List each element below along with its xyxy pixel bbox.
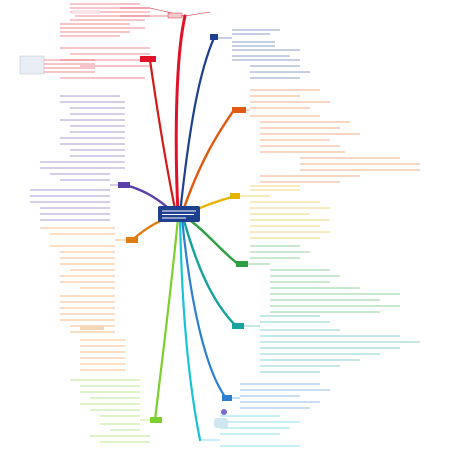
branch-upper-left-red (148, 58, 178, 216)
branch-lower-right-blue (180, 216, 228, 400)
node-red-box (167, 12, 183, 19)
node-yellow-box (230, 193, 240, 199)
branch-upper-right-blue (178, 36, 216, 216)
node-red-box-3 (140, 56, 156, 62)
subtree-lower-right-blue (226, 383, 330, 409)
subtree-bottom-cyan (200, 415, 300, 447)
node-orange-box (232, 107, 246, 113)
node-left-orange-highlight (80, 326, 104, 330)
node-lightblue-box (222, 395, 232, 401)
subtree-lower-left-lime (70, 379, 155, 443)
branch-bottom-cyan (178, 216, 202, 442)
node-cyan-icon (214, 418, 228, 428)
node-green-box (236, 261, 248, 267)
subtree-left-orange (40, 227, 132, 371)
subtree-upper-right-blue (214, 29, 310, 79)
subtree-right-teal (236, 315, 420, 373)
node-lime-box (150, 417, 162, 423)
branch-right-orange (180, 108, 236, 216)
subtree-right-green (238, 245, 400, 313)
central-topic[interactable] (158, 206, 200, 222)
node-blue-icon (210, 34, 218, 40)
node-red-box-2 (72, 10, 100, 14)
subtree-right-yellow (236, 185, 330, 239)
branch-lines (123, 14, 240, 442)
branch-right-teal (181, 215, 238, 328)
node-bullet-icon (221, 409, 227, 415)
node-purple-box (118, 182, 130, 188)
branch-lower-left-lime (153, 216, 180, 422)
node-left-orange-box (126, 237, 138, 243)
node-image-thumbnail (19, 55, 45, 75)
node-teal-box (232, 323, 244, 329)
subtree-right-orange (234, 89, 420, 183)
top-red-node-boxes (72, 10, 183, 62)
subtree-left-purple (30, 95, 125, 221)
subtree-top-red (20, 3, 211, 79)
branch-top-red (174, 14, 187, 216)
